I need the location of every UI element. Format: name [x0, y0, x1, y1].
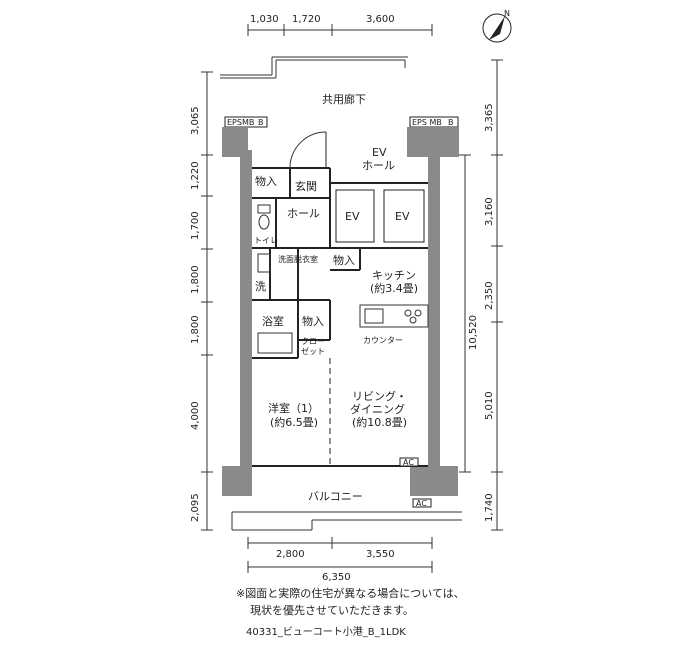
balcony-outline [231, 511, 462, 531]
eps-right-tag: B [448, 118, 454, 127]
ev-hall-label: ホール [362, 159, 395, 172]
eps-right-label: EPS MB [412, 118, 442, 127]
ev2-label: EV [395, 210, 410, 223]
right-dim-6: 1,740 [484, 493, 495, 522]
wash-label: 洗 [255, 280, 266, 293]
ev1-label: EV [345, 210, 360, 223]
eps-left-label: EPSMB [227, 118, 254, 127]
kitchen-counter [359, 304, 429, 328]
counter-label: カウンター [363, 336, 403, 345]
disclaimer-note: ※図面と実際の住宅が異なる場合については、 現状を優先させていただきます。 [236, 585, 465, 619]
ac2-label: AC [416, 499, 427, 508]
left-dimension-line [201, 71, 213, 531]
top-dim-3: 3,600 [366, 14, 395, 25]
interior-walls [252, 167, 428, 467]
north-arrow-icon: N [482, 9, 512, 43]
left-dim-1: 3,065 [190, 106, 201, 135]
bottom-dim-3: 6,350 [322, 572, 351, 583]
right-dim-2: 3,160 [484, 197, 495, 226]
left-dim-7: 2,095 [190, 493, 201, 522]
right-dim-5: 5,010 [484, 391, 495, 420]
right-dimension-line [459, 59, 503, 531]
bottom-dim-2: 3,550 [366, 549, 395, 560]
left-dim-2: 1,220 [190, 161, 201, 190]
bathtub-icon [257, 332, 293, 354]
ev-label: EV [372, 146, 387, 159]
left-dim-3: 1,700 [190, 211, 201, 240]
corridor-label: 共用廊下 [322, 92, 366, 106]
storage1-label: 物入 [255, 174, 277, 188]
corridor-railing [220, 56, 408, 79]
bottom-dim-1: 2,800 [276, 549, 305, 560]
top-dim-1: 1,030 [250, 14, 279, 25]
ac2-box [412, 498, 432, 508]
hall-label: ホール [287, 207, 320, 220]
toilet-icon [257, 204, 271, 230]
closet-label: クロー [301, 337, 325, 346]
kitchen-label: キッチン [372, 269, 416, 282]
right-dim-1: 3,365 [484, 103, 495, 132]
note-line-2: 現状を優先させていただきます。 [250, 604, 414, 617]
elevator-shafts [335, 189, 425, 243]
plan-caption: 40331_ビューコート小港_B_1LDK [246, 627, 406, 638]
left-dim-5: 1,800 [190, 315, 201, 344]
bath-label: 浴室 [262, 314, 284, 328]
washbasin-icon [257, 253, 271, 273]
kitchen-size-label: (約3.4畳) [370, 281, 418, 295]
ac1-box [399, 457, 419, 467]
structural-walls [222, 127, 459, 496]
western-room-size: (約6.5畳) [270, 415, 318, 429]
eps-left-tag: B [258, 118, 264, 127]
genkan-label: 玄関 [295, 179, 317, 193]
living-label: リビング・ [352, 389, 407, 403]
right-dim-3: 2,350 [484, 281, 495, 310]
left-dim-6: 4,000 [190, 401, 201, 430]
right-dim-4: 10,520 [468, 315, 479, 350]
balcony-label: バルコニー [308, 490, 363, 503]
note-line-1: ※図面と実際の住宅が異なる場合については、 [236, 587, 465, 600]
entrance-door-swing [289, 131, 327, 169]
living-size-label: (約10.8畳) [352, 415, 407, 429]
ac1-label: AC [403, 458, 414, 467]
dining-label: ダイニング [350, 402, 405, 416]
top-dim-2: 1,720 [292, 14, 321, 25]
toilet-label: トイレ [254, 236, 278, 245]
closet2-label: ゼット [301, 346, 325, 356]
left-dim-4: 1,800 [190, 265, 201, 294]
washroom-label: 洗面脱衣室 [278, 254, 318, 264]
storage3-label: 物入 [302, 314, 324, 328]
svg-text:N: N [504, 9, 510, 18]
top-dimension-line [247, 24, 433, 36]
bottom-dimension-line [247, 537, 433, 573]
storage2-label: 物入 [333, 253, 355, 267]
western-room-label: 洋室（1） [268, 401, 319, 415]
